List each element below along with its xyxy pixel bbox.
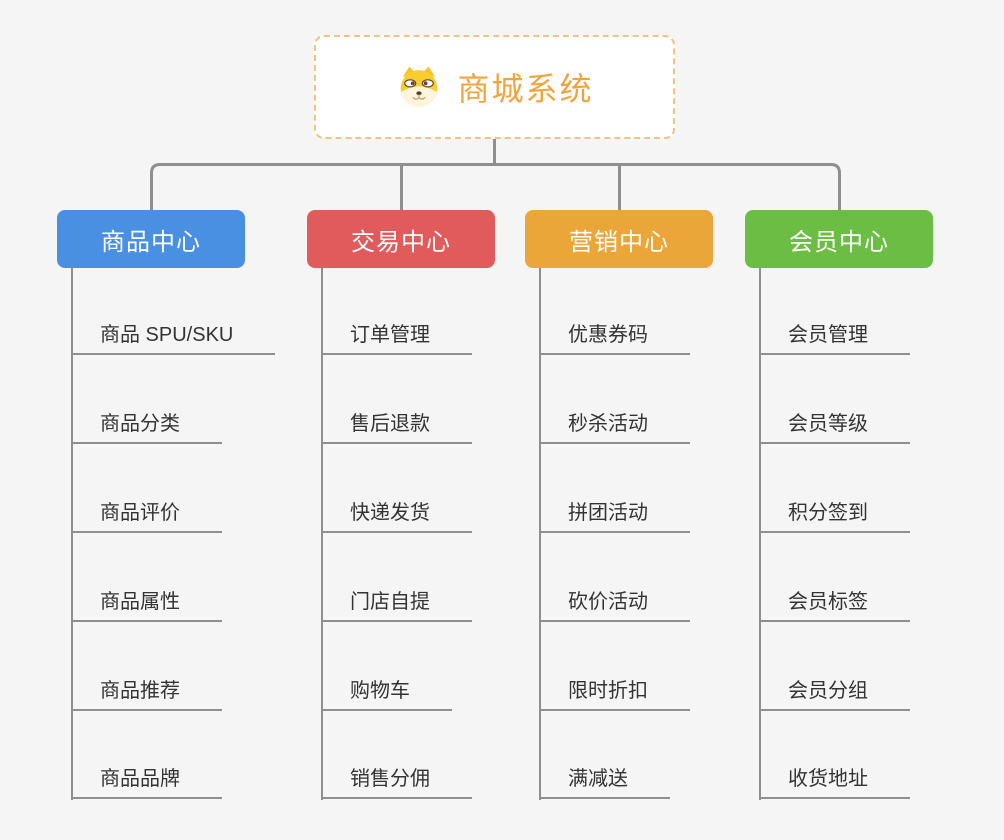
leaf-label: 满减送 (568, 768, 628, 790)
leaf-node[interactable]: 限时折扣 (540, 671, 690, 711)
leaf-node[interactable]: 商品属性 (72, 582, 222, 622)
branch-product-center[interactable]: 商品中心 (57, 210, 245, 268)
leaf-label: 商品分类 (100, 413, 180, 435)
leaf-label: 会员等级 (788, 413, 868, 435)
leaf-node[interactable]: 收货地址 (760, 759, 910, 799)
leaf-node[interactable]: 售后退款 (322, 404, 472, 444)
leaf-node[interactable]: 优惠券码 (540, 315, 690, 355)
leaf-label: 秒杀活动 (568, 413, 648, 435)
leaf-label: 门店自提 (350, 591, 430, 613)
leaf-label: 优惠券码 (568, 324, 648, 346)
leaf-node[interactable]: 砍价活动 (540, 582, 690, 622)
leaf-label: 商品推荐 (100, 680, 180, 702)
leaf-node[interactable]: 销售分佣 (322, 759, 472, 799)
leaf-label: 商品品牌 (100, 768, 180, 790)
leaf-label: 订单管理 (350, 324, 430, 346)
branch-marketing-center[interactable]: 营销中心 (525, 210, 713, 268)
leaf-label: 拼团活动 (568, 502, 648, 524)
leaf-node[interactable]: 购物车 (322, 671, 452, 711)
leaf-node[interactable]: 商品 SPU/SKU (72, 315, 276, 355)
leaf-label: 会员管理 (788, 324, 868, 346)
leaf-node[interactable]: 订单管理 (322, 315, 472, 355)
leaf-label: 商品 SPU/SKU (100, 324, 234, 346)
branch-member-center[interactable]: 会员中心 (745, 210, 933, 268)
leaf-node[interactable]: 拼团活动 (540, 493, 690, 533)
leaf-label: 售后退款 (350, 413, 430, 435)
root-node[interactable]: 商城系统 (314, 35, 675, 139)
leaf-node[interactable]: 商品推荐 (72, 671, 222, 711)
leaf-label: 商品属性 (100, 591, 180, 613)
leaf-node[interactable]: 会员管理 (760, 315, 910, 355)
leaf-label: 销售分佣 (350, 768, 430, 790)
leaf-node[interactable]: 门店自提 (322, 582, 472, 622)
leaf-label: 收货地址 (788, 768, 868, 790)
leaf-node[interactable]: 积分签到 (760, 493, 910, 533)
leaf-node[interactable]: 满减送 (540, 759, 670, 799)
leaf-node[interactable]: 商品分类 (72, 404, 222, 444)
leaf-label: 砍价活动 (568, 591, 648, 613)
branch-trade-center[interactable]: 交易中心 (307, 210, 495, 268)
leaf-node[interactable]: 商品评价 (72, 493, 222, 533)
leaf-node[interactable]: 快递发货 (322, 493, 472, 533)
root-title: 商城系统 (457, 71, 594, 107)
leaf-label: 商品评价 (100, 502, 180, 524)
leaf-node[interactable]: 会员等级 (760, 404, 910, 444)
leaf-node[interactable]: 商品品牌 (72, 759, 222, 799)
leaf-label: 快递发货 (350, 502, 430, 524)
dog-face-icon (395, 65, 443, 109)
leaf-label: 限时折扣 (568, 680, 648, 702)
leaf-node[interactable]: 会员分组 (760, 671, 910, 711)
leaf-label: 购物车 (350, 680, 410, 702)
leaf-node[interactable]: 秒杀活动 (540, 404, 690, 444)
leaf-label: 会员分组 (788, 680, 868, 702)
leaf-label: 会员标签 (788, 591, 868, 613)
leaf-label: 积分签到 (788, 502, 868, 524)
leaf-node[interactable]: 会员标签 (760, 582, 910, 622)
